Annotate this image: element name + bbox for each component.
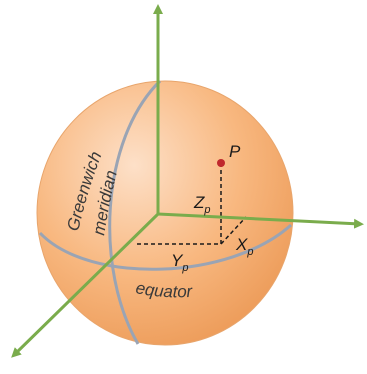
y-axis-arrow-icon: [157, 212, 364, 229]
z-coordinate-label: Zp: [193, 193, 211, 216]
x-axis-arrow-icon: [11, 212, 160, 358]
equator-curve: [38, 223, 293, 271]
point-label: P: [229, 142, 241, 161]
equator-label: equator: [134, 278, 194, 301]
x-projection-line: [220, 216, 247, 245]
greenwich-meridian-curve: [108, 79, 162, 345]
projection-lines: [137, 163, 247, 245]
y-coordinate-label: Yp: [171, 251, 188, 274]
x-coordinate-label: Xp: [235, 235, 253, 258]
axes: [11, 4, 364, 358]
point-p-dot-icon: [217, 159, 225, 167]
